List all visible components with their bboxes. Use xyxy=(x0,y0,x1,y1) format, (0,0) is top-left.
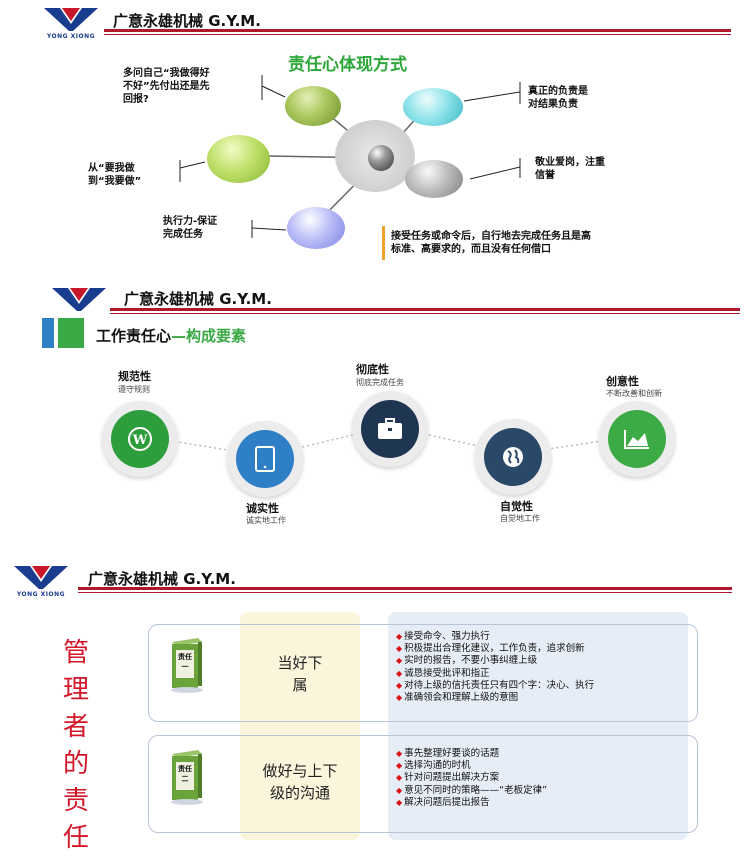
card2-heading: 做好与上下 级的沟通 xyxy=(262,762,338,802)
element-title: 自觉性 xyxy=(500,500,533,513)
responsibility-card-1 xyxy=(148,624,698,722)
company-logo xyxy=(48,286,110,320)
bullet-item: ◆诚恳接受批评和指正 xyxy=(396,667,490,679)
label-dedication: 敬业爱岗，注重 信誉 xyxy=(535,157,605,181)
logo-mark-icon xyxy=(44,8,98,31)
book-label: 责任二 xyxy=(178,765,192,783)
label-real-responsibility: 真正的负责是 对结果负责 xyxy=(528,86,588,110)
element-normative: W xyxy=(102,401,178,477)
bullet-item: ◆实时的报告，不要小事纠缠上级 xyxy=(396,655,538,667)
company-logo: YONG XIONG xyxy=(40,6,102,40)
company-name: 广意永雄机械 G.Y.M. xyxy=(124,290,272,308)
company-logo: YONG XIONG xyxy=(10,564,72,598)
element-subtitle: 自觉地工作 xyxy=(500,514,540,523)
globe-icon xyxy=(503,447,523,467)
label-from-to: 从“要我做 到“我要做” xyxy=(88,163,142,187)
responsibility-card-2 xyxy=(148,735,698,833)
column-bg-yellow xyxy=(240,612,360,840)
wordpress-icon: W xyxy=(128,427,152,451)
ball-gray xyxy=(405,160,463,198)
logo-text: YONG XIONG xyxy=(46,33,96,40)
accent-bar xyxy=(382,226,385,260)
book-label: 责任一 xyxy=(178,653,192,671)
element-subtitle: 不断改善和创新 xyxy=(606,389,662,398)
tablet-icon xyxy=(255,446,275,472)
book-icon: 责任二 xyxy=(168,750,204,805)
label-ask-yourself: 多问自己“我做得好 不好”先付出还是先 回报? xyxy=(123,68,210,105)
bullet-item: ◆事先整理好要谈的话题 xyxy=(396,748,500,759)
ball-cyan xyxy=(403,88,463,126)
ball-lavender xyxy=(287,207,345,249)
element-title: 诚实性 xyxy=(246,502,279,515)
bullet-item: ◆意见不同时的策略——“老板定律” xyxy=(396,784,547,796)
header-rule-thin xyxy=(78,592,732,593)
header-rule xyxy=(78,587,732,590)
book-icon: 责任一 xyxy=(168,638,204,693)
label-accept-task: 接受任务或命令后，自行地去完成任务且是高 标准、高要求的，而且没有任何借口 xyxy=(391,231,591,255)
company-name: 广意永雄机械 G.Y.M. xyxy=(88,570,236,588)
bullet-item: ◆接受命令、强力执行 xyxy=(396,631,490,642)
section2-title: 工作责任心—构成要素 xyxy=(96,327,247,345)
title-block-blue xyxy=(42,318,54,348)
element-subtitle: 遵守规则 xyxy=(118,385,150,394)
ball-lime xyxy=(207,135,270,183)
header-section3: YONG XIONG 广意永雄机械 G.Y.M. xyxy=(0,562,747,602)
logo-text: YONG XIONG xyxy=(16,591,66,598)
title-block-green xyxy=(58,318,84,348)
section1-title: 责任心体现方式 xyxy=(288,55,407,75)
company-name: 广意永雄机械 G.Y.M. xyxy=(113,12,261,30)
bullet-item: ◆解决问题后提出报告 xyxy=(396,796,490,808)
element-title: 创意性 xyxy=(606,375,639,388)
logo-mark-icon xyxy=(14,566,68,589)
element-honesty xyxy=(227,421,303,497)
element-creativity xyxy=(599,401,675,477)
header-rule-thin xyxy=(104,34,731,35)
vertical-title: 管 理 者 的 责 任 xyxy=(62,638,89,853)
card1-heading: 当好下 属 xyxy=(277,654,323,694)
bullet-item: ◆选择沟通的时机 xyxy=(396,760,471,772)
element-consciousness xyxy=(475,419,551,495)
header-rule xyxy=(110,308,740,311)
element-subtitle: 彻底完成任务 xyxy=(356,378,404,387)
column-bg-blue xyxy=(388,612,688,840)
logo-mark-icon xyxy=(52,288,106,311)
chart-icon xyxy=(624,430,649,449)
header-rule xyxy=(104,29,731,32)
header-section1: YONG XIONG 广意永雄机械 G.Y.M. xyxy=(0,4,747,44)
header-section2: 广意永雄机械 G.Y.M. xyxy=(0,284,747,324)
card2-bullets: ◆事先整理好要谈的话题 ◆选择沟通的时机 ◆针对问题提出解决方案 ◆意见不同时的… xyxy=(396,748,547,809)
label-execution: 执行力-保证 完成任务 xyxy=(163,216,218,240)
bullet-item: ◆对待上级的信托责任只有四个字：决心、执行 xyxy=(396,679,595,691)
ball-olive xyxy=(285,86,341,126)
element-title: 彻底性 xyxy=(356,363,389,376)
element-title: 规范性 xyxy=(118,370,151,383)
svg-text:W: W xyxy=(132,433,148,448)
element-thoroughness xyxy=(352,391,428,467)
bullet-item: ◆积极提出合理化建议，工作负责，追求创新 xyxy=(396,643,585,655)
hub-ball xyxy=(368,145,394,171)
bullet-item: ◆准确领会和理解上级的意图 xyxy=(396,692,519,704)
header-rule-thin xyxy=(110,313,740,314)
card1-bullets: ◆接受命令、强力执行 ◆积极提出合理化建议，工作负责，追求创新 ◆实时的报告，不… xyxy=(396,631,594,704)
bullet-item: ◆针对问题提出解决方案 xyxy=(396,772,500,784)
element-subtitle: 诚实地工作 xyxy=(246,516,286,525)
briefcase-icon xyxy=(378,418,402,439)
